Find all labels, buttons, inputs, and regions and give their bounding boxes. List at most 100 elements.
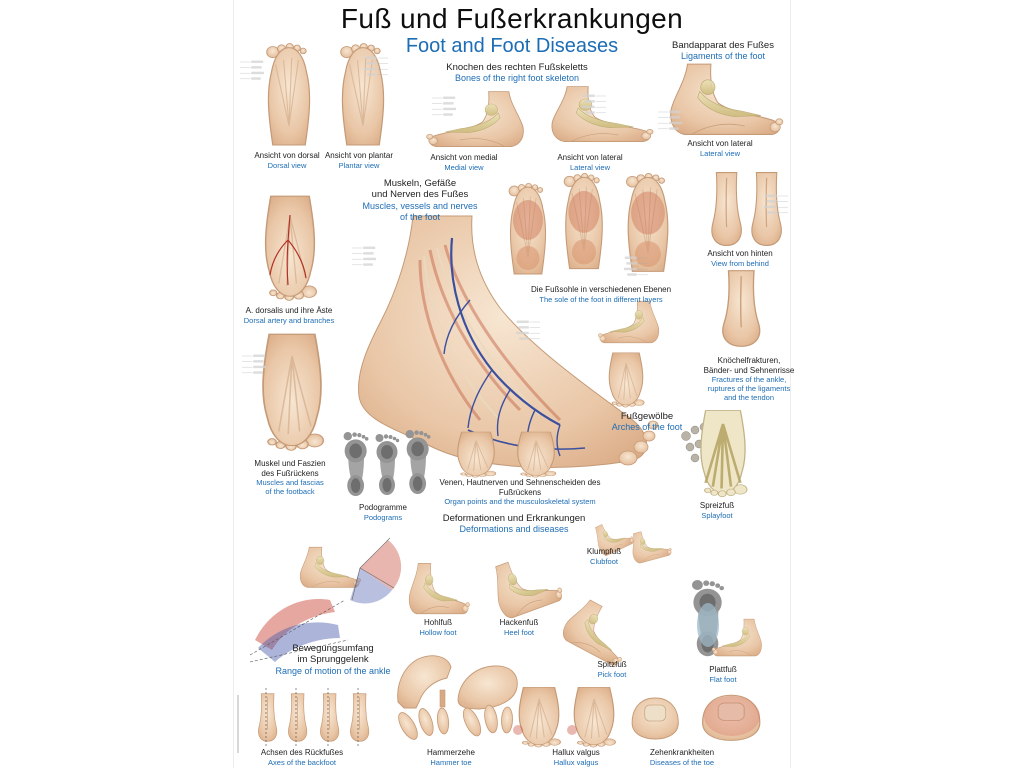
illustration-pick-foot	[558, 595, 640, 669]
illustration-dorsal-artery-foot	[264, 195, 318, 302]
caption-podograms: Podogramme Podograms	[333, 503, 433, 522]
caption-hammer-toe-de: Hammerzehe	[426, 748, 475, 757]
illustration-podogram-2	[375, 434, 400, 495]
poster-title-german: Fuß und Fußerkrankungen	[340, 3, 684, 34]
illustration-bones-lateral	[551, 86, 654, 143]
illustration-rom-ankle-top	[299, 537, 402, 604]
caption-toe-diseases-de: Zehenkrankheiten	[649, 748, 715, 757]
illustration-toe-diseases	[631, 694, 761, 741]
caption-hollow-foot-en: Hollow foot	[419, 627, 457, 637]
caption-bones: Knochen des rechten Fußskeletts Bones of…	[427, 62, 607, 84]
caption-plantar-view-de: Ansicht von plantar	[324, 151, 394, 160]
caption-clubfoot-en: Clubfoot	[590, 556, 618, 566]
caption-plantar-view-en: Plantar view	[338, 160, 380, 170]
illustration-ligaments-foot	[670, 63, 784, 135]
caption-toe-diseases-en: Diseases of the toe	[649, 757, 715, 767]
caption-backfoot-axes-de: Achsen des Rückfußes	[260, 748, 344, 757]
caption-heel-foot-en: Heel foot	[503, 627, 535, 637]
caption-rom-ankle: Bewegungsumfang im Sprunggelenk Range of…	[258, 643, 408, 677]
illustration-sole-layer-1	[509, 183, 546, 274]
caption-muscles: Muskeln, Gefäße und Nerven des Fußes Mus…	[345, 178, 495, 222]
caption-dorsal-artery: A. dorsalis und ihre Äste Dorsal artery …	[224, 306, 354, 325]
caption-fractures-de: Knöchelfrakturen, Bänder- und Sehnenriss…	[703, 356, 795, 375]
illustration-arch-sole	[608, 352, 645, 408]
caption-veins-de: Venen, Hautnerven und Sehnenscheiden des…	[439, 478, 601, 497]
caption-hammer-toe-en: Hammer toe	[430, 757, 472, 767]
caption-dorsal-artery-de: A. dorsalis und ihre Äste	[245, 306, 333, 315]
caption-veins-en: Organ points and the musculoskeletal sys…	[444, 497, 596, 507]
caption-hollow-foot: Hohlfuß Hollow foot	[388, 618, 488, 637]
poster-left-edge	[233, 0, 234, 768]
illustration-hallux-valgus	[513, 686, 617, 748]
illustration-leg-behind-left	[711, 171, 742, 247]
caption-ligaments-en: Ligaments of the foot	[680, 51, 766, 62]
caption-deformations-de: Deformationen und Erkrankungen	[442, 513, 586, 524]
caption-hallux-valgus-de: Hallux valgus	[552, 748, 600, 757]
caption-ligaments: Bandapparat des Fußes Ligaments of the f…	[648, 40, 798, 62]
caption-rom-ankle-en: Range of motion of the ankle	[275, 665, 391, 676]
caption-hallux-valgus: Hallux valgus Hallux valgus	[526, 748, 626, 767]
illustration-arch-foot	[598, 300, 660, 344]
copyright-microtext	[237, 695, 239, 753]
caption-bones-de: Knochen des rechten Fußskeletts	[446, 62, 588, 73]
caption-sole-layers: Die Fußsohle in verschiedenen Ebenen The…	[521, 285, 681, 304]
illustration-vein-foot-1	[457, 431, 497, 478]
poster-right-edge	[790, 0, 791, 768]
caption-sole-layers-de: Die Fußsohle in verschiedenen Ebenen	[530, 285, 672, 294]
caption-hollow-foot-de: Hohlfuß	[423, 618, 452, 627]
caption-pick-foot: Spitzfuß Pick foot	[562, 660, 662, 679]
caption-toe-diseases: Zehenkrankheiten Diseases of the toe	[622, 748, 742, 767]
illustration-leg-behind-right	[751, 171, 782, 247]
caption-deformations-en: Deformations and diseases	[459, 524, 569, 535]
caption-lateral-view-ligaments-de: Ansicht von lateral	[687, 139, 753, 148]
caption-hammer-toe: Hammerzehe Hammer toe	[401, 748, 501, 767]
caption-flat-foot-de: Plattfuß	[709, 665, 737, 674]
caption-bones-en: Bones of the right foot skeleton	[454, 73, 580, 84]
caption-splayfoot: Spreizfuß Splayfoot	[667, 501, 767, 520]
caption-muscles-de: Muskeln, Gefäße und Nerven des Fußes	[371, 178, 469, 201]
caption-sole-layers-en: The sole of the foot in different layers	[539, 294, 663, 304]
illustration-foot-plantar-view	[340, 42, 385, 146]
illustration-vein-foot-2	[517, 431, 557, 478]
illustration-hollow-foot	[408, 563, 470, 615]
illustration-foot-dorsal-view	[266, 42, 311, 146]
caption-lateral-view-bones: Ansicht von lateral Lateral view	[540, 153, 640, 172]
caption-fascias-de: Muskel und Faszien des Fußrückens	[254, 459, 326, 478]
caption-dorsal-artery-en: Dorsal artery and branches	[243, 315, 335, 325]
caption-splayfoot-de: Spreizfuß	[699, 501, 735, 510]
illustration-sole-layer-2	[564, 173, 602, 268]
caption-flat-foot: Plattfuß Flat foot	[673, 665, 773, 684]
caption-fascias: Muskel und Faszien des Fußrückens Muscle…	[235, 459, 345, 496]
caption-fractures: Knöchelfrakturen, Bänder- und Sehnenriss…	[694, 356, 804, 402]
illustration-fascias-foot	[262, 333, 325, 452]
caption-heel-foot: Hackenfuß Heel foot	[469, 618, 569, 637]
caption-pick-foot-en: Pick foot	[597, 669, 627, 679]
caption-dorsal-view: Ansicht von dorsal Dorsal view	[237, 151, 337, 170]
caption-veins: Venen, Hautnerven und Sehnenscheiden des…	[420, 478, 620, 506]
caption-deformations: Deformationen und Erkrankungen Deformati…	[434, 513, 594, 535]
caption-muscles-en: Muscles, vessels and nerves of the foot	[362, 200, 478, 222]
poster-title-english: Foot and Foot Diseases	[405, 35, 619, 58]
caption-clubfoot-de: Klumpfuß	[586, 547, 622, 556]
illustration-podogram-1	[343, 432, 369, 497]
caption-pick-foot-de: Spitzfuß	[597, 660, 627, 669]
caption-plantar-view: Ansicht von plantar Plantar view	[309, 151, 409, 170]
caption-medial-view-de: Ansicht von medial	[430, 153, 498, 162]
caption-splayfoot-en: Splayfoot	[701, 510, 733, 520]
caption-behind-view-de: Ansicht von hinten	[707, 249, 773, 258]
illustration-rom-ankle-bottom	[249, 599, 349, 663]
illustration-ankle-fracture-heel	[722, 269, 761, 348]
caption-lateral-view-ligaments: Ansicht von lateral Lateral view	[670, 139, 770, 158]
caption-dorsal-view-de: Ansicht von dorsal	[254, 151, 320, 160]
illustration-splayfoot	[699, 409, 749, 499]
caption-ligaments-de: Bandapparat des Fußes	[672, 40, 774, 51]
caption-heel-foot-de: Hackenfuß	[499, 618, 539, 627]
illustration-bones-medial	[426, 91, 524, 148]
caption-medial-view: Ansicht von medial Medial view	[414, 153, 514, 172]
caption-lateral-view-ligaments-en: Lateral view	[699, 148, 741, 158]
caption-fascias-en: Muscles and fascias of the footback	[256, 478, 324, 497]
caption-fractures-en: Fractures of the ankle, ruptures of the …	[707, 375, 791, 403]
caption-podograms-de: Podogramme	[358, 503, 408, 512]
caption-behind-view: Ansicht von hinten View from behind	[690, 249, 790, 268]
illustration-hammer-toe	[397, 655, 518, 740]
